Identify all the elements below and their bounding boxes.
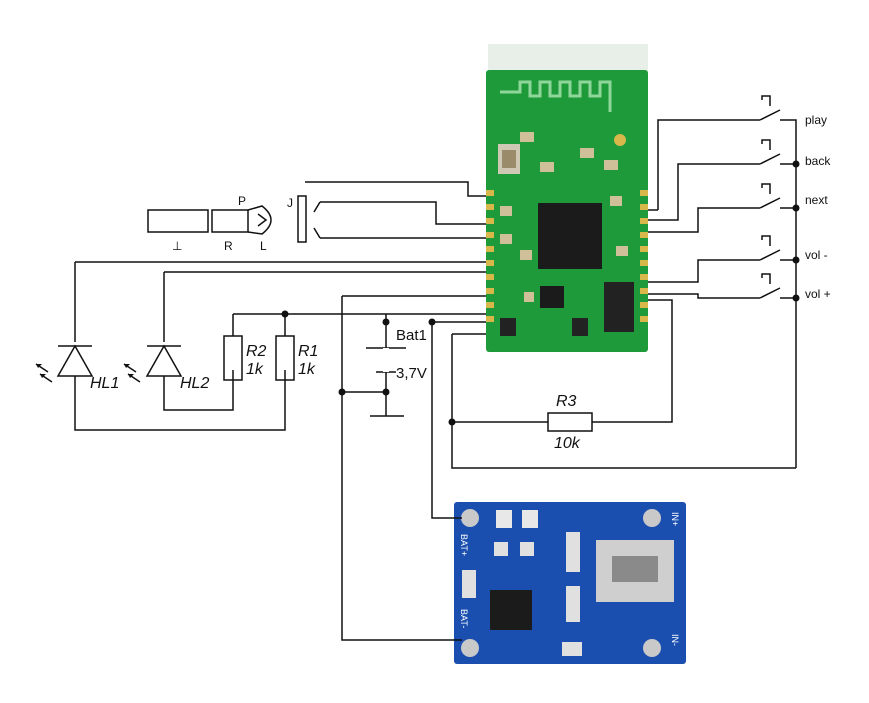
label-vol-plus: vol + <box>805 287 831 301</box>
hl2-triangle <box>145 344 183 377</box>
label-r: R <box>224 239 233 253</box>
plug-tip <box>247 205 272 235</box>
label-vol-minus: vol - <box>805 248 828 262</box>
right-pads <box>640 190 648 322</box>
pad-in-plus <box>643 509 661 527</box>
battery-bat1: Bat1 3,7V <box>366 327 427 382</box>
label-next: next <box>805 193 828 207</box>
regulator-chip <box>540 286 564 308</box>
label-r3-name: R3 <box>556 393 577 410</box>
label-ground: ⊥ <box>172 239 182 253</box>
antenna-pad <box>614 134 626 146</box>
switch-play <box>759 95 781 121</box>
charger-ic <box>490 590 532 630</box>
pad-bat-plus <box>461 509 479 527</box>
charger-module: BAT+ BAT- IN+ IN- <box>454 502 686 664</box>
switch-vol-plus <box>759 273 781 299</box>
label-bat1: Bat1 <box>396 327 427 344</box>
push-buttons: play back next vol - vol + <box>759 95 831 301</box>
label-r3-value: 10k <box>554 435 581 452</box>
label-r2-name: R2 <box>246 343 267 360</box>
resistor-r2: R2 1k <box>223 335 267 381</box>
label-bat-plus: BAT+ <box>459 534 469 556</box>
label-play: play <box>805 113 827 127</box>
label-j: J <box>287 196 293 210</box>
plug-sleeve <box>147 209 209 233</box>
label-in-minus: IN- <box>670 634 680 646</box>
label-r1-value: 1k <box>298 361 316 378</box>
jack-socket <box>297 195 307 243</box>
label-hl1: HL1 <box>90 375 119 392</box>
r3-body <box>547 412 593 432</box>
main-chip <box>538 203 602 269</box>
label-hl2: HL2 <box>180 375 209 392</box>
flash-chip <box>604 282 634 332</box>
label-in-plus: IN+ <box>670 512 680 526</box>
charger-led-1 <box>496 510 512 528</box>
pad-in-minus <box>643 639 661 657</box>
label-l: L <box>260 239 267 253</box>
led-hl2: HL2 <box>123 344 209 392</box>
label-p: P <box>238 194 246 208</box>
wires <box>74 119 797 641</box>
audio-jack: J P ⊥ R L <box>147 194 321 253</box>
switch-back <box>759 139 781 165</box>
charger-led-2 <box>522 510 538 528</box>
r1-body <box>275 335 295 381</box>
label-back: back <box>805 154 831 168</box>
label-bat-minus: BAT- <box>459 609 469 628</box>
led-hl1: HL1 <box>35 344 119 392</box>
antenna-trace <box>500 80 612 112</box>
label-battery-voltage: 3,7V <box>396 365 427 382</box>
label-r1-name: R1 <box>298 343 318 360</box>
plug-ring <box>211 209 249 233</box>
label-r2-value: 1k <box>246 361 264 378</box>
resistor-r1: R1 1k <box>275 335 318 381</box>
pad-bat-minus <box>461 639 479 657</box>
hl1-triangle <box>56 344 94 377</box>
resistor-r3: R3 10k <box>547 393 593 452</box>
antenna-area <box>488 44 648 72</box>
left-pads <box>486 190 494 322</box>
junction-dots <box>281 160 800 426</box>
switch-next <box>759 183 781 209</box>
r2-body <box>223 335 243 381</box>
switch-vol-minus <box>759 235 781 261</box>
bluetooth-module <box>486 44 648 352</box>
